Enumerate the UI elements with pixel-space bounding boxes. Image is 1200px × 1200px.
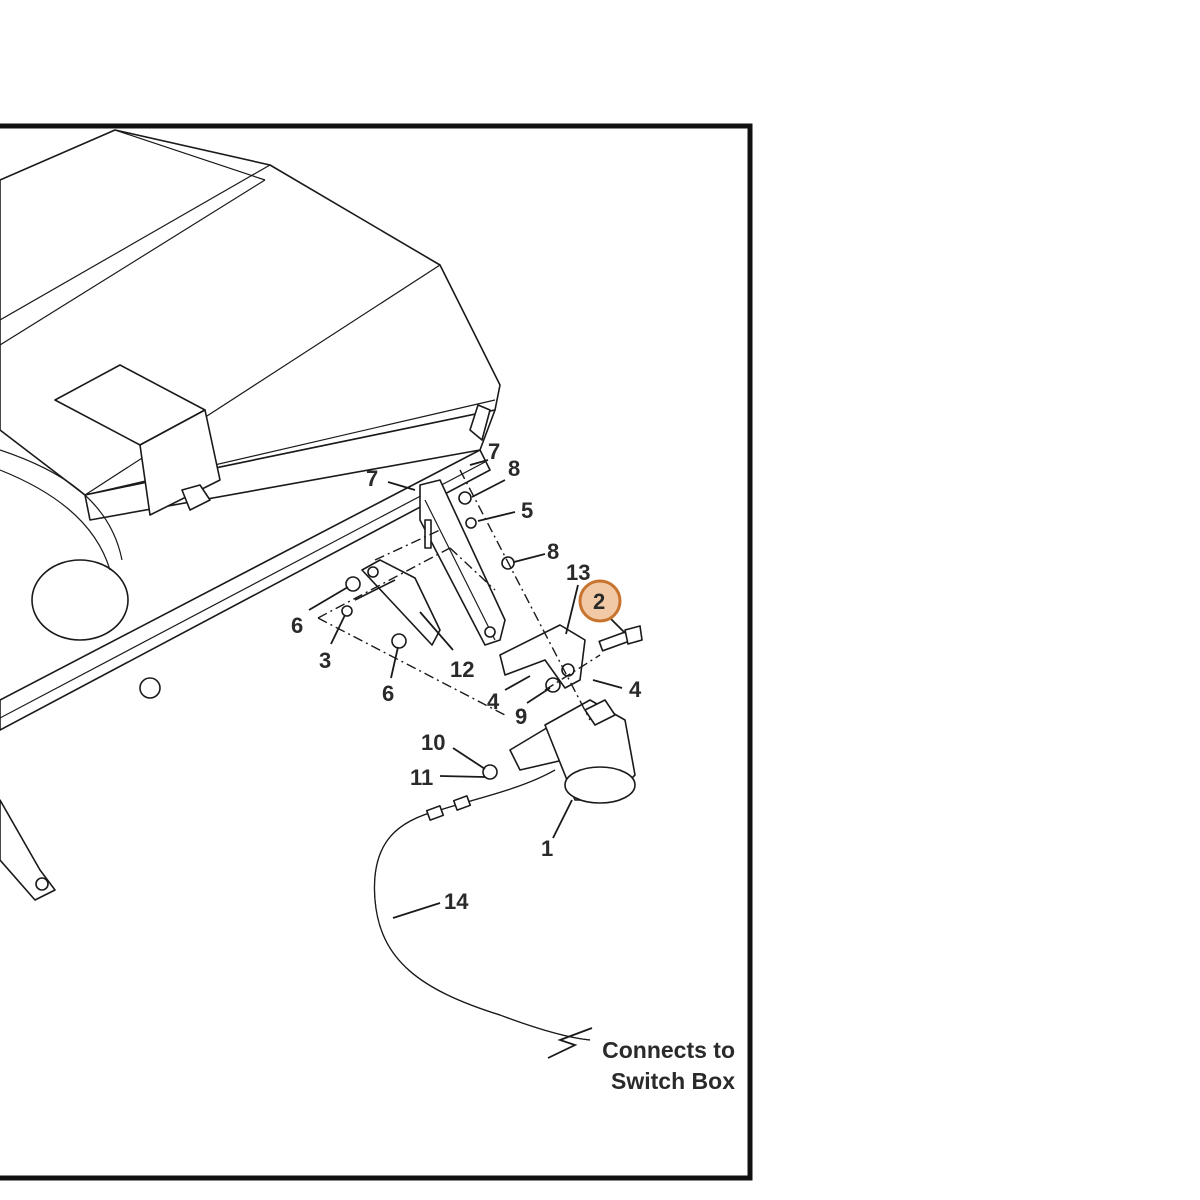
link-plate xyxy=(354,559,441,646)
switch-box-note: Connects to Switch Box xyxy=(602,1037,735,1094)
callout-11: 11 xyxy=(410,765,433,790)
callout-8-top: 8 xyxy=(508,456,520,481)
callout-1: 1 xyxy=(541,836,553,861)
mounting-plate xyxy=(499,624,586,689)
callout-labels: 7 7 8 5 8 13 2 6 3 12 6 4 9 4 10 11 1 14 xyxy=(291,439,642,914)
callout-7-top: 7 xyxy=(488,439,500,464)
callout-6-bottom: 6 xyxy=(382,681,394,706)
callout-6-left: 6 xyxy=(291,613,303,638)
callout-4-right: 4 xyxy=(629,677,642,702)
note-line-2: Switch Box xyxy=(611,1068,735,1094)
callout-14: 14 xyxy=(444,889,469,914)
callout-8-mid: 8 xyxy=(547,539,559,564)
callout-12: 12 xyxy=(450,657,474,682)
note-line-1: Connects to xyxy=(602,1037,735,1063)
callout-7-left: 7 xyxy=(366,466,378,491)
callout-5: 5 xyxy=(521,498,533,523)
callout-9: 9 xyxy=(515,704,527,729)
bolt xyxy=(598,625,643,652)
mounting-bracket xyxy=(419,479,506,646)
callout-2: 2 xyxy=(593,589,605,614)
callout-13: 13 xyxy=(566,560,590,585)
leader-lines xyxy=(308,459,626,919)
wire-harness xyxy=(373,769,593,1059)
hopper-housing xyxy=(0,129,501,901)
callout-4-left: 4 xyxy=(487,689,500,714)
callout-3: 3 xyxy=(319,648,331,673)
diagram-frame xyxy=(0,123,753,1181)
center-lines xyxy=(317,469,601,721)
fasteners xyxy=(341,491,561,780)
actuator xyxy=(509,699,636,804)
callout-10: 10 xyxy=(421,730,445,755)
highlight-ring xyxy=(578,579,622,623)
